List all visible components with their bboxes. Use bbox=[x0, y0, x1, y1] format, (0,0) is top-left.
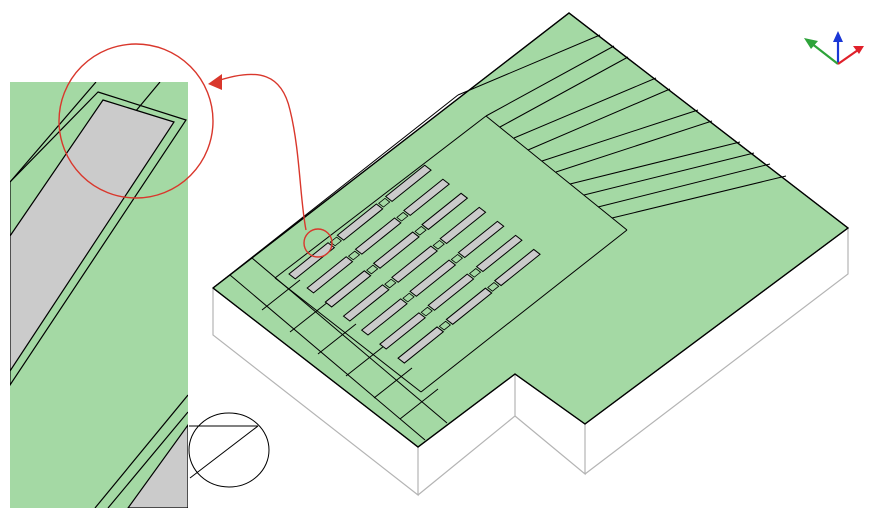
grey-cell[interactable] bbox=[421, 192, 469, 231]
cell-connector bbox=[420, 306, 433, 317]
orientation-triad-icon[interactable] bbox=[804, 31, 864, 65]
grey-cell[interactable] bbox=[403, 178, 451, 217]
model-top-outline bbox=[212, 12, 850, 448]
grey-cell[interactable] bbox=[391, 245, 438, 283]
grey-cell[interactable] bbox=[379, 312, 426, 350]
grey-cell[interactable] bbox=[354, 217, 402, 255]
grey-cell[interactable] bbox=[306, 256, 354, 294]
zoom-target-circle[interactable] bbox=[303, 228, 333, 258]
grey-cell[interactable] bbox=[409, 259, 457, 297]
section-disk bbox=[188, 412, 270, 488]
cell-connector bbox=[378, 197, 391, 208]
grey-cell[interactable] bbox=[336, 203, 384, 241]
cell-connector bbox=[347, 250, 361, 261]
callout-arrowhead bbox=[208, 74, 222, 90]
cell-connector bbox=[366, 264, 379, 275]
grey-cell[interactable] bbox=[397, 326, 445, 364]
grey-cell[interactable] bbox=[372, 231, 420, 269]
grey-cell[interactable] bbox=[360, 298, 408, 336]
grey-cell[interactable] bbox=[342, 284, 390, 322]
grey-cell[interactable] bbox=[475, 234, 523, 273]
cell-connector bbox=[450, 253, 464, 264]
cell-connector bbox=[432, 239, 445, 250]
grey-cell[interactable] bbox=[324, 270, 372, 308]
cell-connector bbox=[402, 292, 415, 303]
cell-connector bbox=[414, 225, 427, 236]
cell-connector bbox=[384, 278, 397, 289]
grey-cell[interactable] bbox=[493, 248, 541, 287]
grey-cell[interactable] bbox=[445, 287, 493, 325]
grey-cell[interactable] bbox=[457, 220, 505, 259]
cell-connector bbox=[329, 236, 342, 247]
grey-cell[interactable] bbox=[288, 242, 336, 280]
callout-arrow bbox=[213, 73, 307, 231]
grey-cell[interactable] bbox=[384, 164, 432, 203]
cell-connector bbox=[396, 211, 409, 222]
cell-connector bbox=[487, 282, 500, 292]
cell-connector bbox=[468, 268, 482, 278]
extruded-block-model bbox=[212, 12, 850, 497]
model-side-wireframe bbox=[212, 228, 849, 497]
grey-cell[interactable] bbox=[427, 273, 475, 311]
zoom-callout bbox=[58, 43, 333, 258]
cell-connector bbox=[438, 320, 451, 331]
grey-cell[interactable] bbox=[439, 206, 487, 245]
inset-magnified-view bbox=[10, 82, 188, 508]
model-top-face[interactable] bbox=[212, 12, 849, 448]
zoom-circle bbox=[58, 43, 214, 199]
cell-array bbox=[288, 164, 541, 364]
